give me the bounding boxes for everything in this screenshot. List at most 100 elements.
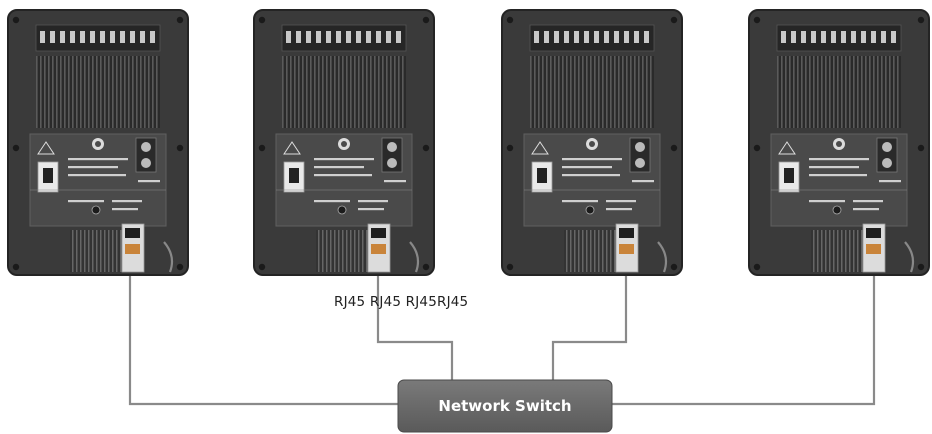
panel-text-line — [68, 174, 126, 177]
lower-vent — [316, 230, 368, 272]
power-rocker — [289, 168, 299, 183]
mounting-screw — [506, 16, 514, 24]
dip-switch — [396, 31, 401, 43]
dip-switch — [50, 31, 55, 43]
mounting-screw — [12, 16, 20, 24]
panel-text-line — [809, 200, 845, 203]
dip-switch — [306, 31, 311, 43]
brand-logo-center — [341, 141, 347, 147]
rj45-port-lower — [866, 244, 881, 254]
dip-switch — [130, 31, 135, 43]
fuse-holder — [832, 205, 842, 215]
dip-switch — [100, 31, 105, 43]
dip-switch — [296, 31, 301, 43]
panel-text-line — [314, 158, 374, 161]
mounting-screw — [176, 16, 184, 24]
cables-group — [128, 256, 876, 406]
speaker-3 — [501, 9, 683, 276]
network-switch-box — [397, 379, 613, 433]
dip-switch — [90, 31, 95, 43]
mounting-screw — [176, 144, 184, 152]
dip-switch — [881, 31, 886, 43]
dip-switch — [534, 31, 539, 43]
panel-text-line — [314, 166, 364, 169]
dip-switch — [376, 31, 381, 43]
xlr-jack-panel — [135, 137, 157, 173]
mounting-screw — [176, 263, 184, 271]
panel-text-line — [853, 208, 879, 211]
power-rocker — [537, 168, 547, 183]
mounting-screw — [917, 144, 925, 152]
dip-switch — [871, 31, 876, 43]
xlr-jack — [141, 142, 151, 152]
dip-switch — [150, 31, 155, 43]
dip-switch — [614, 31, 619, 43]
xlr-jack — [882, 142, 892, 152]
mounting-screw — [670, 144, 678, 152]
brand-logo-center — [836, 141, 842, 147]
dip-switch — [604, 31, 609, 43]
dip-switch — [801, 31, 806, 43]
dip-switch — [80, 31, 85, 43]
panel-text-line — [606, 208, 632, 211]
dip-switch — [366, 31, 371, 43]
fuse-holder — [337, 205, 347, 215]
rj45-port-upper — [371, 228, 386, 238]
dip-switch — [584, 31, 589, 43]
rj45-port-lower — [125, 244, 140, 254]
panel-text-line — [314, 200, 350, 203]
heatsink — [530, 56, 654, 128]
mounting-screw — [506, 144, 514, 152]
panel-text-line — [68, 166, 118, 169]
dip-switch — [554, 31, 559, 43]
dip-switch — [821, 31, 826, 43]
panel-text-line — [809, 174, 867, 177]
dip-switch — [286, 31, 291, 43]
panel-text-line — [809, 166, 859, 169]
dip-switch — [594, 31, 599, 43]
dip-switch — [326, 31, 331, 43]
mounting-screw — [422, 263, 430, 271]
panel-text-line — [358, 200, 388, 203]
dip-switch — [544, 31, 549, 43]
panel-text-line — [562, 174, 620, 177]
xlr-jack-panel — [629, 137, 651, 173]
speaker-4 — [748, 9, 930, 276]
mounting-screw — [753, 16, 761, 24]
mounting-screw — [258, 16, 266, 24]
control-strip — [35, 24, 161, 52]
mounting-screw — [917, 16, 925, 24]
ethernet-cable-3 — [551, 256, 628, 382]
fuse-holder — [91, 205, 101, 215]
xlr-jack — [882, 158, 892, 168]
xlr-jack — [387, 142, 397, 152]
rj45-port-upper — [866, 228, 881, 238]
xlr-jack — [635, 158, 645, 168]
dip-switch — [336, 31, 341, 43]
network-switch — [397, 379, 613, 433]
dip-switch — [140, 31, 145, 43]
dip-switch — [861, 31, 866, 43]
panel-text-line — [562, 166, 612, 169]
network-switch-label: Network Switch — [438, 397, 572, 415]
panel-text-line — [879, 180, 901, 183]
dip-switch — [624, 31, 629, 43]
power-cable-hook — [657, 241, 668, 273]
mounting-screw — [258, 144, 266, 152]
mounting-screw — [753, 263, 761, 271]
power-cable-hook — [409, 241, 420, 273]
control-strip — [529, 24, 655, 52]
panel-text-line — [632, 180, 654, 183]
dip-switch — [574, 31, 579, 43]
xlr-jack-panel — [381, 137, 403, 173]
xlr-jack — [387, 158, 397, 168]
power-cable-hook — [163, 241, 174, 273]
brand-logo-center — [95, 141, 101, 147]
lower-vent — [70, 230, 122, 272]
mounting-screw — [917, 263, 925, 271]
mounting-screw — [670, 16, 678, 24]
rj45-port-upper — [125, 228, 140, 238]
dip-switch — [564, 31, 569, 43]
